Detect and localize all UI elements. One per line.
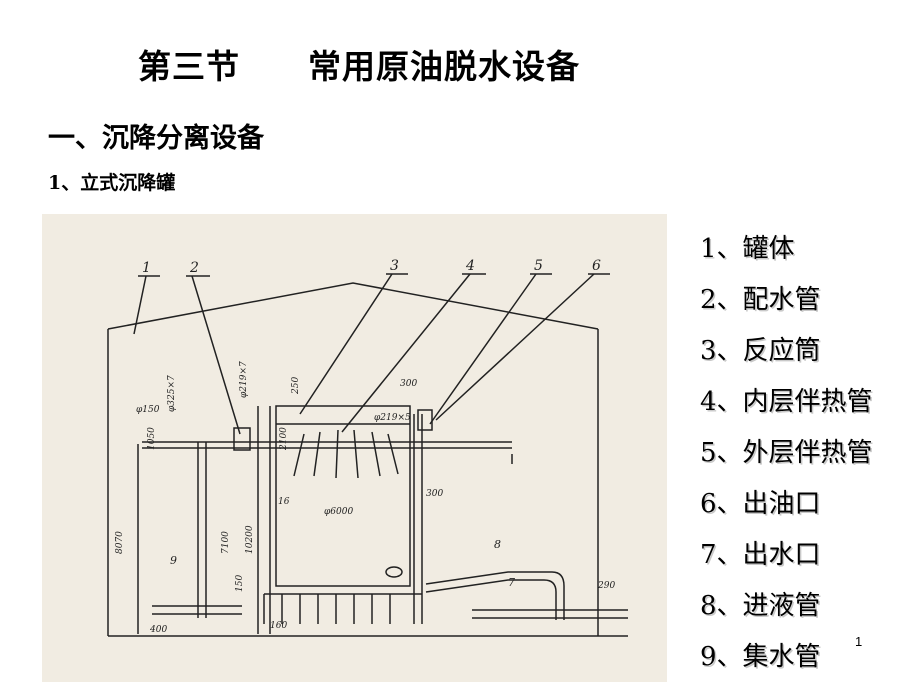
dim-label: φ219×7	[239, 361, 249, 398]
dim-label: 150	[235, 575, 245, 592]
callout-4: 4	[465, 258, 475, 274]
callout-5: 5	[534, 258, 543, 274]
page-number: 1	[855, 634, 863, 649]
inlet-pipe	[425, 571, 565, 620]
callout-3: 3	[390, 258, 399, 274]
callout-7: 7	[508, 576, 515, 589]
sight-port	[385, 566, 403, 578]
dim-label: 1050	[147, 427, 157, 450]
legend-item: 3、反应筒	[700, 336, 821, 366]
callout-8: 8	[494, 538, 501, 551]
slide-title: 第三节 常用原油脱水设备	[138, 47, 580, 86]
dim-label: 160	[270, 621, 287, 631]
dim-label: φ6000	[324, 507, 353, 517]
dim-label: φ150	[136, 405, 160, 415]
dim-label: 2100	[279, 427, 289, 451]
subsection-heading: 1、立式沉降罐	[48, 172, 176, 194]
dim-label: 300	[426, 489, 443, 499]
distributor-cone	[293, 429, 399, 479]
legend-item: 2、配水管	[700, 285, 821, 315]
legend-item: 1、罐体	[700, 234, 795, 264]
dim-label: 290	[597, 581, 615, 591]
callout-1: 1	[142, 260, 151, 276]
component-legend: 1、罐体 2、配水管 3、反应筒 4、内层伴热管 5、外层伴热管 6、出油口 7…	[700, 232, 873, 691]
dim-label: 7100	[221, 531, 231, 554]
inlet-box	[233, 427, 251, 451]
legend-item: 6、出油口	[700, 489, 821, 519]
dim-label: 400	[149, 625, 167, 635]
tank-diagram: 1 2 3 4 5 6 7 8 9 φ325×7 φ219×7 φ219×5 φ…	[42, 214, 667, 682]
reaction-cylinder	[275, 405, 411, 587]
dim-label: 8070	[115, 531, 125, 554]
callout-9: 9	[170, 554, 177, 567]
leader-lines	[133, 273, 595, 435]
legend-item: 7、出水口	[700, 540, 821, 570]
dim-label: 16	[278, 497, 290, 507]
dim-label: φ219×5	[374, 413, 411, 423]
dim-label: φ325×7	[167, 375, 177, 412]
legend-item: 8、进液管	[700, 591, 821, 621]
dim-label: 300	[400, 379, 417, 389]
outlet-box	[417, 409, 433, 431]
legend-item: 5、外层伴热管	[700, 438, 873, 468]
tank-diagram-svg: 1 2 3 4 5 6 7 8 9 φ325×7 φ219×7 φ219×5 φ…	[107, 258, 628, 637]
legend-item: 9、集水管	[700, 642, 821, 672]
dim-label: 250	[291, 377, 301, 395]
tank-roof	[107, 282, 599, 330]
collector-supports	[263, 593, 422, 624]
section-heading: 一、沉降分离设备	[48, 123, 264, 154]
dim-label: 10200	[245, 525, 255, 554]
callout-6: 6	[592, 258, 601, 274]
legend-item: 4、内层伴热管	[700, 387, 873, 417]
callout-2: 2	[189, 260, 199, 276]
